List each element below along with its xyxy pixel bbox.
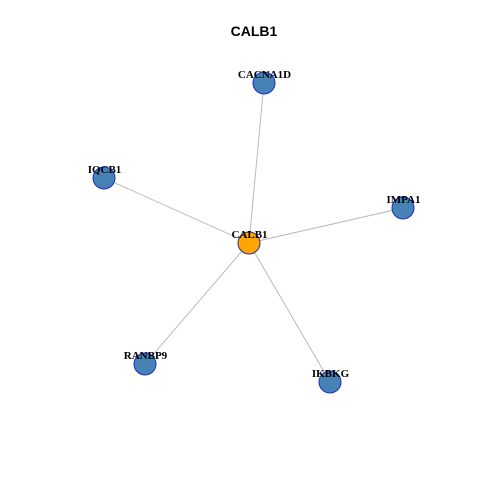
edge-calb1-impa1 xyxy=(248,207,404,244)
node-iqcb1[interactable] xyxy=(92,166,116,190)
edge-layer xyxy=(103,82,404,383)
node-label-ranbp9: RANBP9 xyxy=(124,350,168,362)
edge-calb1-ikbkg xyxy=(248,242,331,383)
node-ikbkg[interactable] xyxy=(318,370,342,394)
edge-calb1-cacna1d xyxy=(248,82,265,244)
node-label-impa1: IMPA1 xyxy=(386,194,420,206)
edge-calb1-iqcb1 xyxy=(103,177,250,244)
node-label-cacna1d: CACNA1D xyxy=(238,69,291,81)
edge-calb1-ranbp9 xyxy=(144,242,250,365)
node-label-calb1: CALB1 xyxy=(231,229,267,241)
node-layer xyxy=(92,71,415,394)
node-impa1[interactable] xyxy=(391,196,415,220)
node-ranbp9[interactable] xyxy=(133,352,157,376)
node-label-ikbkg: IKBKG xyxy=(312,368,350,380)
node-calb1[interactable] xyxy=(237,231,261,255)
node-label-iqcb1: IQCB1 xyxy=(88,164,122,176)
node-cacna1d[interactable] xyxy=(252,71,276,95)
diagram-title: CALB1 xyxy=(231,23,278,39)
